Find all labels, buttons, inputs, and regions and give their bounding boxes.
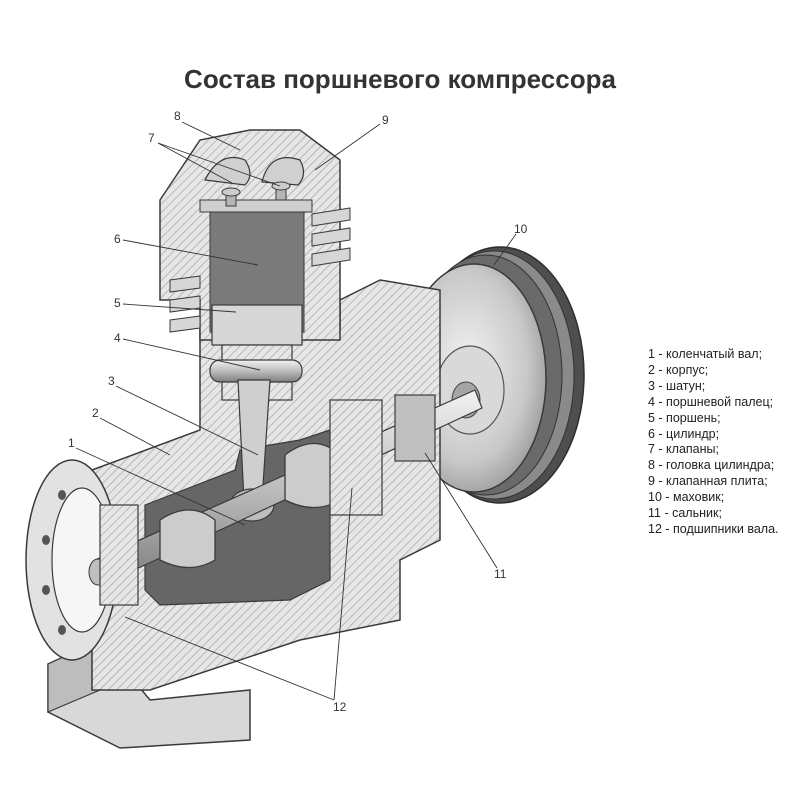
callout-4: 4 — [114, 331, 121, 345]
shaft-seal — [394, 394, 436, 462]
callout-2: 2 — [92, 406, 99, 420]
callout-3: 3 — [108, 374, 115, 388]
legend-item: 6 - цилиндр; — [648, 426, 720, 441]
legend-item: 4 - поршневой палец; — [648, 394, 774, 409]
leader-lines — [75, 121, 517, 701]
legend-item: 9 - клапанная плита; — [648, 474, 768, 489]
callout-5: 5 — [114, 296, 121, 310]
shaft-bearings — [99, 399, 383, 606]
callout-8: 8 — [174, 109, 181, 123]
callout-12: 12 — [333, 700, 347, 714]
callout-10: 10 — [514, 222, 528, 236]
legend-item: 11 - сальник; — [648, 506, 722, 521]
legend-item: 1 - коленчатый вал; — [648, 347, 763, 361]
callout-7: 7 — [148, 131, 155, 145]
callout-9: 9 — [382, 113, 389, 127]
diagram-title: Состав поршневого компрессора — [184, 64, 616, 94]
piston-pin — [209, 359, 303, 383]
legend-item: 5 - поршень; — [648, 410, 721, 425]
valves — [221, 181, 291, 207]
callout-labels: 1 2 3 4 5 6 7 8 9 10 11 12 — [68, 109, 528, 714]
crankshaft — [88, 389, 483, 586]
parts-legend: 1 - коленчатый вал; 2 - корпус; 3 - шату… — [648, 347, 779, 538]
callout-1: 1 — [68, 436, 75, 450]
legend-item: 2 - корпус; — [648, 362, 709, 377]
callout-11: 11 — [494, 567, 507, 581]
front-flange — [25, 459, 119, 661]
legend-item: 7 - клапаны; — [648, 442, 719, 457]
legend-item: 8 - головка цилиндра; — [648, 458, 775, 473]
legend-item: 10 - маховик; — [648, 490, 725, 505]
legend-item: 3 - шатун; — [648, 378, 706, 393]
legend-item: 12 - подшипники вала. — [648, 521, 779, 536]
callout-6: 6 — [114, 232, 121, 246]
cooling-fins — [169, 207, 351, 333]
